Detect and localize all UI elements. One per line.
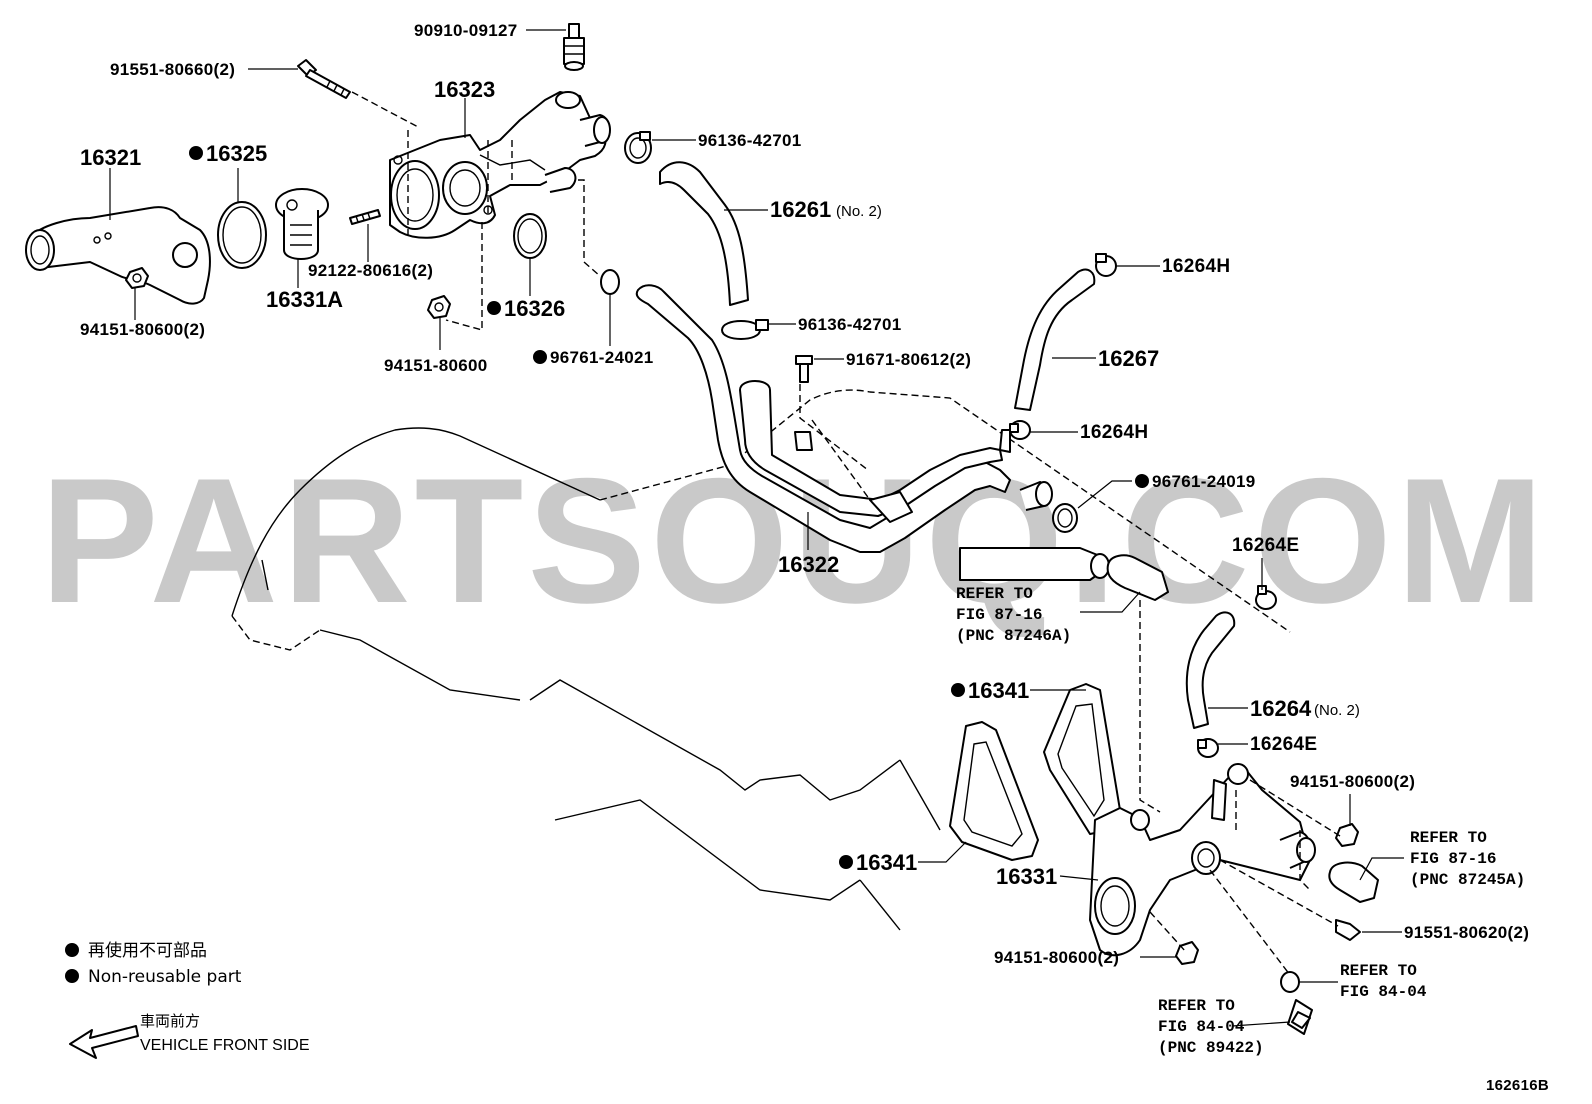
- gasket-16325: [217, 201, 267, 269]
- arrow-left-icon: [69, 1025, 139, 1059]
- part-labels: 90910-09127 91551-80660(2) 16323 16321 1…: [80, 21, 1529, 967]
- label-16264H-a: 16264H: [1162, 256, 1230, 277]
- o-ring-96761-24019: [1052, 503, 1078, 533]
- bolt-91551-80660: [297, 59, 351, 99]
- svg-text:(PNC 89422): (PNC 89422): [1158, 1039, 1264, 1057]
- nut-94151-80600-c: [1335, 823, 1359, 847]
- label-16264E-b: 16264E: [1250, 734, 1317, 755]
- refer-84-04-b: REFER TO FIG 84-04 (PNC 89422): [1158, 997, 1264, 1057]
- label-91671-80612: 91671-80612(2): [846, 350, 971, 369]
- label-16264E-a: 16264E: [1232, 535, 1299, 556]
- housing-16331: [1089, 763, 1316, 957]
- label-16341-b: 16341: [856, 850, 917, 875]
- alignment-lines: [351, 91, 1341, 976]
- engine-outline: [231, 389, 1291, 931]
- refer-87245a: REFER TO FIG 87-16 (PNC 87245A): [1410, 829, 1525, 889]
- nut-94151-80600-a: [125, 267, 149, 289]
- hose-16267: [1014, 268, 1096, 411]
- part-16321-inlet-pipe: [25, 206, 211, 305]
- bolt-91551-80620: [1335, 919, 1361, 941]
- label-94151-80600-2a: 94151-80600(2): [80, 320, 205, 339]
- nut-94151-80600-b: [427, 295, 451, 319]
- label-94151-80600-2c: 94151-80600(2): [994, 948, 1119, 967]
- gasket-16341-a: [1043, 683, 1121, 835]
- label-16264-note: (No. 2): [1314, 702, 1360, 719]
- svg-text:FIG 84-04: FIG 84-04: [1158, 1018, 1245, 1036]
- svg-text:(PNC 87245A): (PNC 87245A): [1410, 871, 1525, 889]
- o-ring-96761-24021: [600, 269, 620, 295]
- label-16331A: 16331A: [266, 287, 343, 312]
- label-16323: 16323: [434, 77, 495, 102]
- hose-ref-87245a: [1328, 861, 1379, 903]
- clamp-96136-42701-a: [624, 131, 652, 164]
- sensor-ref-89422: [1287, 999, 1313, 1035]
- label-96136-42701-a: 96136-42701: [698, 131, 802, 150]
- diagram-code: 162616B: [1486, 1077, 1549, 1094]
- label-16322: 16322: [778, 552, 839, 577]
- gasket-16326: [513, 213, 547, 259]
- label-96761-24019: 96761-24019: [1152, 472, 1256, 491]
- label-91551-80620: 91551-80620(2): [1404, 923, 1529, 942]
- leader-lines: [109, 29, 1404, 1027]
- label-16341-a: 16341: [968, 678, 1029, 703]
- label-16267: 16267: [1098, 346, 1159, 371]
- svg-text:REFER TO: REFER TO: [1410, 829, 1487, 847]
- label-16261-note: (No. 2): [836, 203, 882, 220]
- hose-16264: [1185, 611, 1236, 729]
- refer-84-04-a: REFER TO FIG 84-04: [1340, 962, 1427, 1001]
- hose-16261: [659, 161, 749, 306]
- label-16261: 16261: [770, 197, 831, 222]
- clamp-16264H-b: [1009, 420, 1031, 440]
- bolt-91671-80612: [795, 355, 813, 383]
- label-16331: 16331: [996, 864, 1057, 889]
- legend: 再使用不可部品 Non-reusable part: [65, 940, 242, 987]
- label-16264: 16264: [1250, 696, 1312, 721]
- label-16326: 16326: [504, 296, 565, 321]
- stud-92122-80616: [349, 209, 381, 225]
- label-96761-24021: 96761-24021: [550, 348, 654, 367]
- housing-16323: [389, 91, 611, 239]
- label-16325: 16325: [206, 141, 267, 166]
- hose-ref-87246a: [1106, 554, 1169, 601]
- label-92122-80616: 92122-80616(2): [308, 261, 433, 280]
- refer-87246a: REFER TO FIG 87-16 (PNC 87246A): [956, 585, 1071, 645]
- label-94151-80600: 94151-80600: [384, 356, 488, 375]
- label-16321: 16321: [80, 145, 141, 170]
- label-16264H-b: 16264H: [1080, 422, 1148, 443]
- legend-en: Non-reusable part: [88, 967, 242, 987]
- thermostat-16331A: [275, 188, 329, 260]
- non-reusable-markers: [189, 146, 1149, 869]
- front-en: VEHICLE FRONT SIDE: [140, 1037, 310, 1054]
- svg-text:FIG 87-16: FIG 87-16: [1410, 850, 1496, 868]
- legend-jp: 再使用不可部品: [88, 940, 207, 961]
- svg-text:(PNC 87246A): (PNC 87246A): [956, 627, 1071, 645]
- svg-text:FIG 84-04: FIG 84-04: [1340, 983, 1427, 1001]
- label-94151-80600-2b: 94151-80600(2): [1290, 772, 1415, 791]
- svg-text:FIG 87-16: FIG 87-16: [956, 606, 1042, 624]
- clamp-16264E-b: [1197, 738, 1219, 758]
- svg-text:REFER TO: REFER TO: [956, 585, 1033, 603]
- svg-text:REFER TO: REFER TO: [1340, 962, 1417, 980]
- label-91551-80660: 91551-80660(2): [110, 60, 235, 79]
- valve-90910-09127: [563, 23, 585, 71]
- front-indicator: 車両前方 VEHICLE FRONT SIDE: [69, 1012, 310, 1059]
- svg-text:REFER TO: REFER TO: [1158, 997, 1235, 1015]
- clamp-96136-42701-b: [721, 319, 769, 340]
- legend-dot-en: [65, 969, 79, 983]
- front-jp: 車両前方: [140, 1012, 200, 1030]
- label-90910-09127: 90910-09127: [414, 21, 518, 40]
- label-96136-42701-b: 96136-42701: [798, 315, 902, 334]
- clamp-16264H-a: [1095, 253, 1117, 277]
- legend-dot-jp: [65, 943, 79, 957]
